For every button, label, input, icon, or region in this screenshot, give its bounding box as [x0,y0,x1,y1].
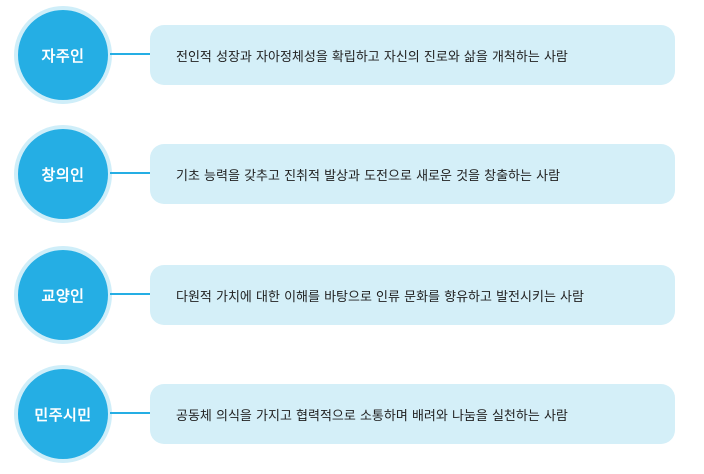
ideal-description: 다원적 가치에 대한 이해를 바탕으로 인류 문화를 향유하고 발전시키는 사람 [176,289,584,305]
ideal-description: 전인적 성장과 자아정체성을 확립하고 자신의 진로와 삶을 개척하는 사람 [176,49,568,65]
connector-line [110,53,152,55]
ideal-label: 교양인 [41,286,85,305]
ideal-description-box: 기초 능력을 갖추고 진취적 발상과 도전으로 새로운 것을 창출하는 사람 [150,144,675,204]
ideal-description-box: 다원적 가치에 대한 이해를 바탕으로 인류 문화를 향유하고 발전시키는 사람 [150,265,675,325]
ideal-description: 공동체 의식을 가지고 협력적으로 소통하며 배려와 나눔을 실천하는 사람 [176,408,568,424]
ideal-description-box: 공동체 의식을 가지고 협력적으로 소통하며 배려와 나눔을 실천하는 사람 [150,384,675,444]
ideal-label: 민주시민 [34,405,92,424]
ideal-label-circle: 교양인 [14,246,112,344]
ideal-label-circle: 자주인 [14,6,112,104]
ideal-description-box: 전인적 성장과 자아정체성을 확립하고 자신의 진로와 삶을 개척하는 사람 [150,25,675,85]
ideal-row-4: 민주시민 공동체 의식을 가지고 협력적으로 소통하며 배려와 나눔을 실천하는… [0,363,704,463]
ideal-label: 창의인 [41,165,85,184]
connector-line [110,172,152,174]
ideal-label-circle: 민주시민 [14,365,112,463]
ideal-row-1: 자주인 전인적 성장과 자아정체성을 확립하고 자신의 진로와 삶을 개척하는 … [0,4,704,104]
ideal-row-3: 교양인 다원적 가치에 대한 이해를 바탕으로 인류 문화를 향유하고 발전시키… [0,244,704,344]
connector-line [110,412,152,414]
connector-line [110,293,152,295]
ideal-label: 자주인 [41,46,85,65]
ideal-row-2: 창의인 기초 능력을 갖추고 진취적 발상과 도전으로 새로운 것을 창출하는 … [0,123,704,223]
ideal-description: 기초 능력을 갖추고 진취적 발상과 도전으로 새로운 것을 창출하는 사람 [176,168,561,184]
ideal-label-circle: 창의인 [14,125,112,223]
